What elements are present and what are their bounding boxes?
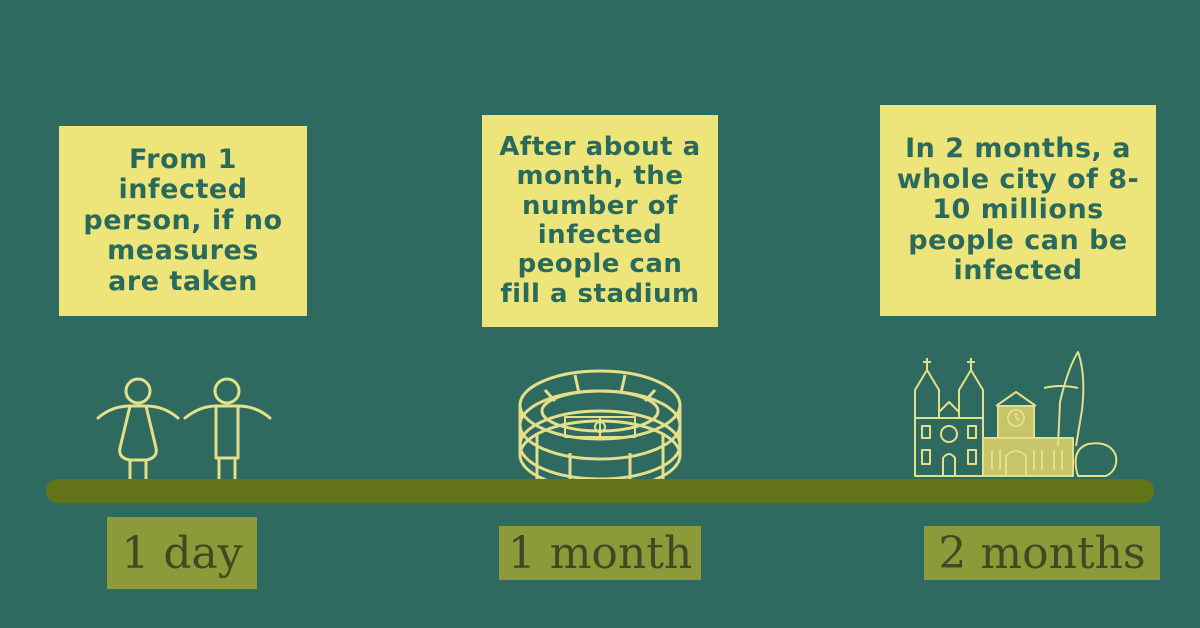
time-label-2-months: 2 months: [924, 526, 1160, 580]
city-skyline-icon: [914, 351, 1118, 477]
time-label-1-day: 1 day: [107, 517, 257, 589]
milestone-card-1-month: After about a month, the number of infec…: [482, 115, 718, 327]
timeline-bar: [46, 479, 1154, 503]
milestone-card-1-day: From 1 infected person, if no measures a…: [59, 126, 307, 316]
time-label-1-month: 1 month: [499, 526, 701, 580]
two-people-icon: [96, 377, 272, 490]
milestone-description: After about a month, the number of infec…: [499, 131, 701, 309]
milestone-description: From 1 infected person, if no measures a…: [83, 143, 283, 297]
stadium-icon: [518, 369, 682, 491]
milestone-description: In 2 months, a whole city of 8-10 millio…: [896, 133, 1140, 287]
milestone-card-2-months: In 2 months, a whole city of 8-10 millio…: [880, 105, 1156, 316]
